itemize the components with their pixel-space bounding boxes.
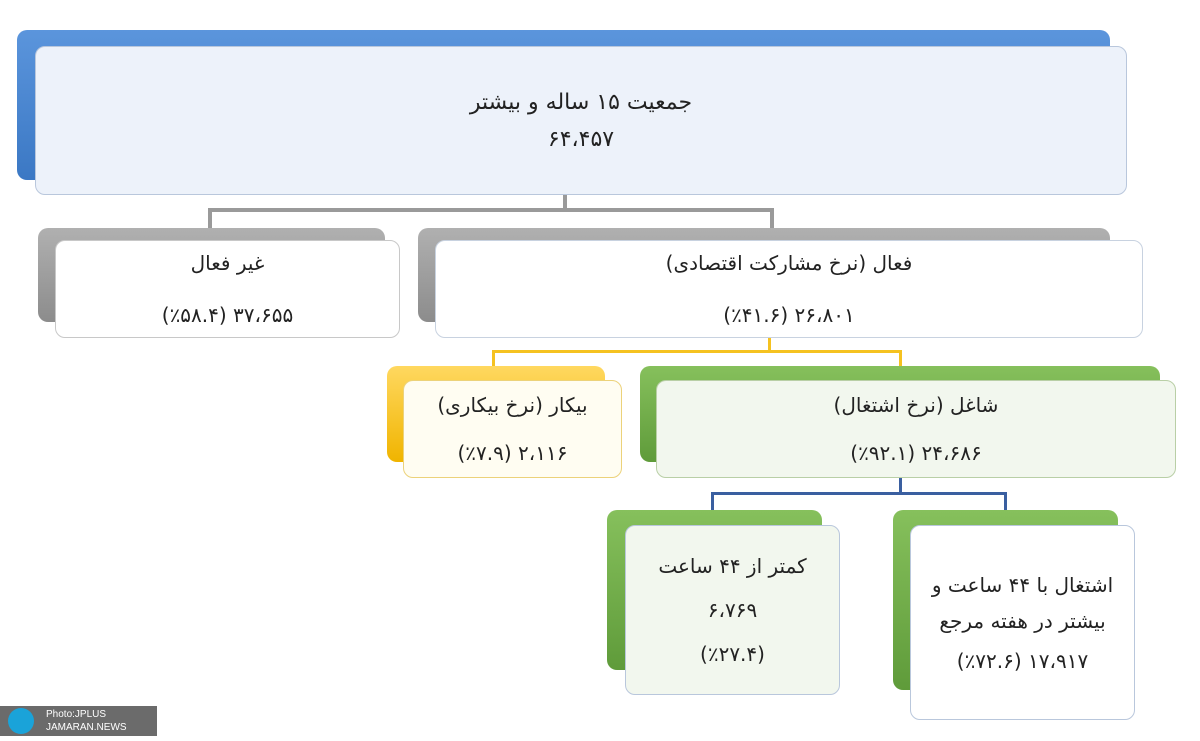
unemployed-node: بیکار (نرخ بیکاری) (٪۷.۹) ۲،۱۱۶ [403, 380, 622, 478]
watermark-line2: JAMARAN.NEWS [46, 722, 127, 733]
connector [711, 492, 714, 512]
employed-value: (٪۹۲.۱) ۲۴،۶۸۶ [850, 441, 982, 465]
active-value: (٪۴۱.۶) ۲۶،۸۰۱ [723, 303, 855, 327]
connector [563, 195, 567, 211]
under44-percent: (٪۲۷.۴) [700, 642, 765, 666]
over44-line1: اشتغال با ۴۴ ساعت و [931, 572, 1114, 597]
root-node: جمعیت ۱۵ ساله و بیشتر ۶۴،۴۵۷ [35, 46, 1127, 195]
over44-node: اشتغال با ۴۴ ساعت و بیشتر در هفته مرجع (… [910, 525, 1135, 720]
connector [899, 350, 902, 368]
unemployed-value: (٪۷.۹) ۲،۱۱۶ [457, 441, 568, 465]
jamaran-logo-icon [8, 708, 34, 734]
under44-value: ۶،۷۶۹ [707, 598, 758, 622]
connector [492, 350, 902, 353]
over44-value: (٪۷۲.۶) ۱۷،۹۱۷ [956, 648, 1089, 673]
inactive-title: غیر فعال [190, 251, 265, 275]
watermark: Photo:JPLUS JAMARAN.NEWS [0, 706, 157, 736]
connector [770, 208, 774, 230]
active-title: فعال (نرخ مشارکت اقتصادی) [665, 251, 913, 275]
over44-line2: بیشتر در هفته مرجع [939, 608, 1106, 633]
inactive-value: (٪۵۸.۴) ۳۷،۶۵۵ [161, 303, 294, 327]
under44-node: کمتر از ۴۴ ساعت ۶،۷۶۹ (٪۲۷.۴) [625, 525, 840, 695]
connector [208, 208, 774, 212]
connector [711, 492, 1007, 495]
inactive-node: غیر فعال (٪۵۸.۴) ۳۷،۶۵۵ [55, 240, 400, 338]
active-node: فعال (نرخ مشارکت اقتصادی) (٪۴۱.۶) ۲۶،۸۰۱ [435, 240, 1143, 338]
connector [208, 208, 212, 230]
employed-node: شاغل (نرخ اشتغال) (٪۹۲.۱) ۲۴،۶۸۶ [656, 380, 1176, 478]
connector [492, 350, 495, 368]
connector [1004, 492, 1007, 512]
root-value: ۶۴،۴۵۷ [547, 126, 615, 152]
watermark-line1: Photo:JPLUS [46, 709, 107, 720]
connector [899, 478, 902, 494]
employed-title: شاغل (نرخ اشتغال) [833, 393, 999, 417]
under44-title: کمتر از ۴۴ ساعت [658, 554, 807, 578]
connector [768, 338, 771, 352]
root-title: جمعیت ۱۵ ساله و بیشتر [469, 89, 693, 115]
unemployed-title: بیکار (نرخ بیکاری) [437, 393, 588, 417]
